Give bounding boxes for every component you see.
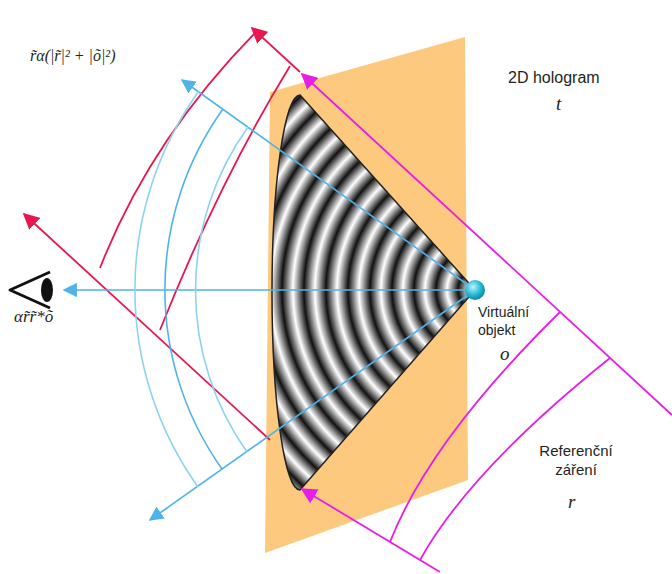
transmitted-beam <box>24 28 300 440</box>
reference-label: Referenční záření <box>528 442 624 480</box>
object-label: Virtuální objekt <box>478 304 550 339</box>
reference-beam <box>302 74 672 572</box>
object-wave <box>64 80 475 520</box>
formula: αr̃r̃*õ <box>14 306 53 327</box>
plane-label: 2D hologram <box>508 68 600 88</box>
object-point <box>465 280 485 300</box>
eye-symbol <box>10 272 53 308</box>
symbol-label: o <box>500 342 510 366</box>
symbol-label: r <box>568 490 575 514</box>
symbol-label: t <box>556 92 561 116</box>
formula: r̃α(|r̃|² + |õ|²) <box>30 46 116 66</box>
interference-pattern <box>272 95 475 490</box>
